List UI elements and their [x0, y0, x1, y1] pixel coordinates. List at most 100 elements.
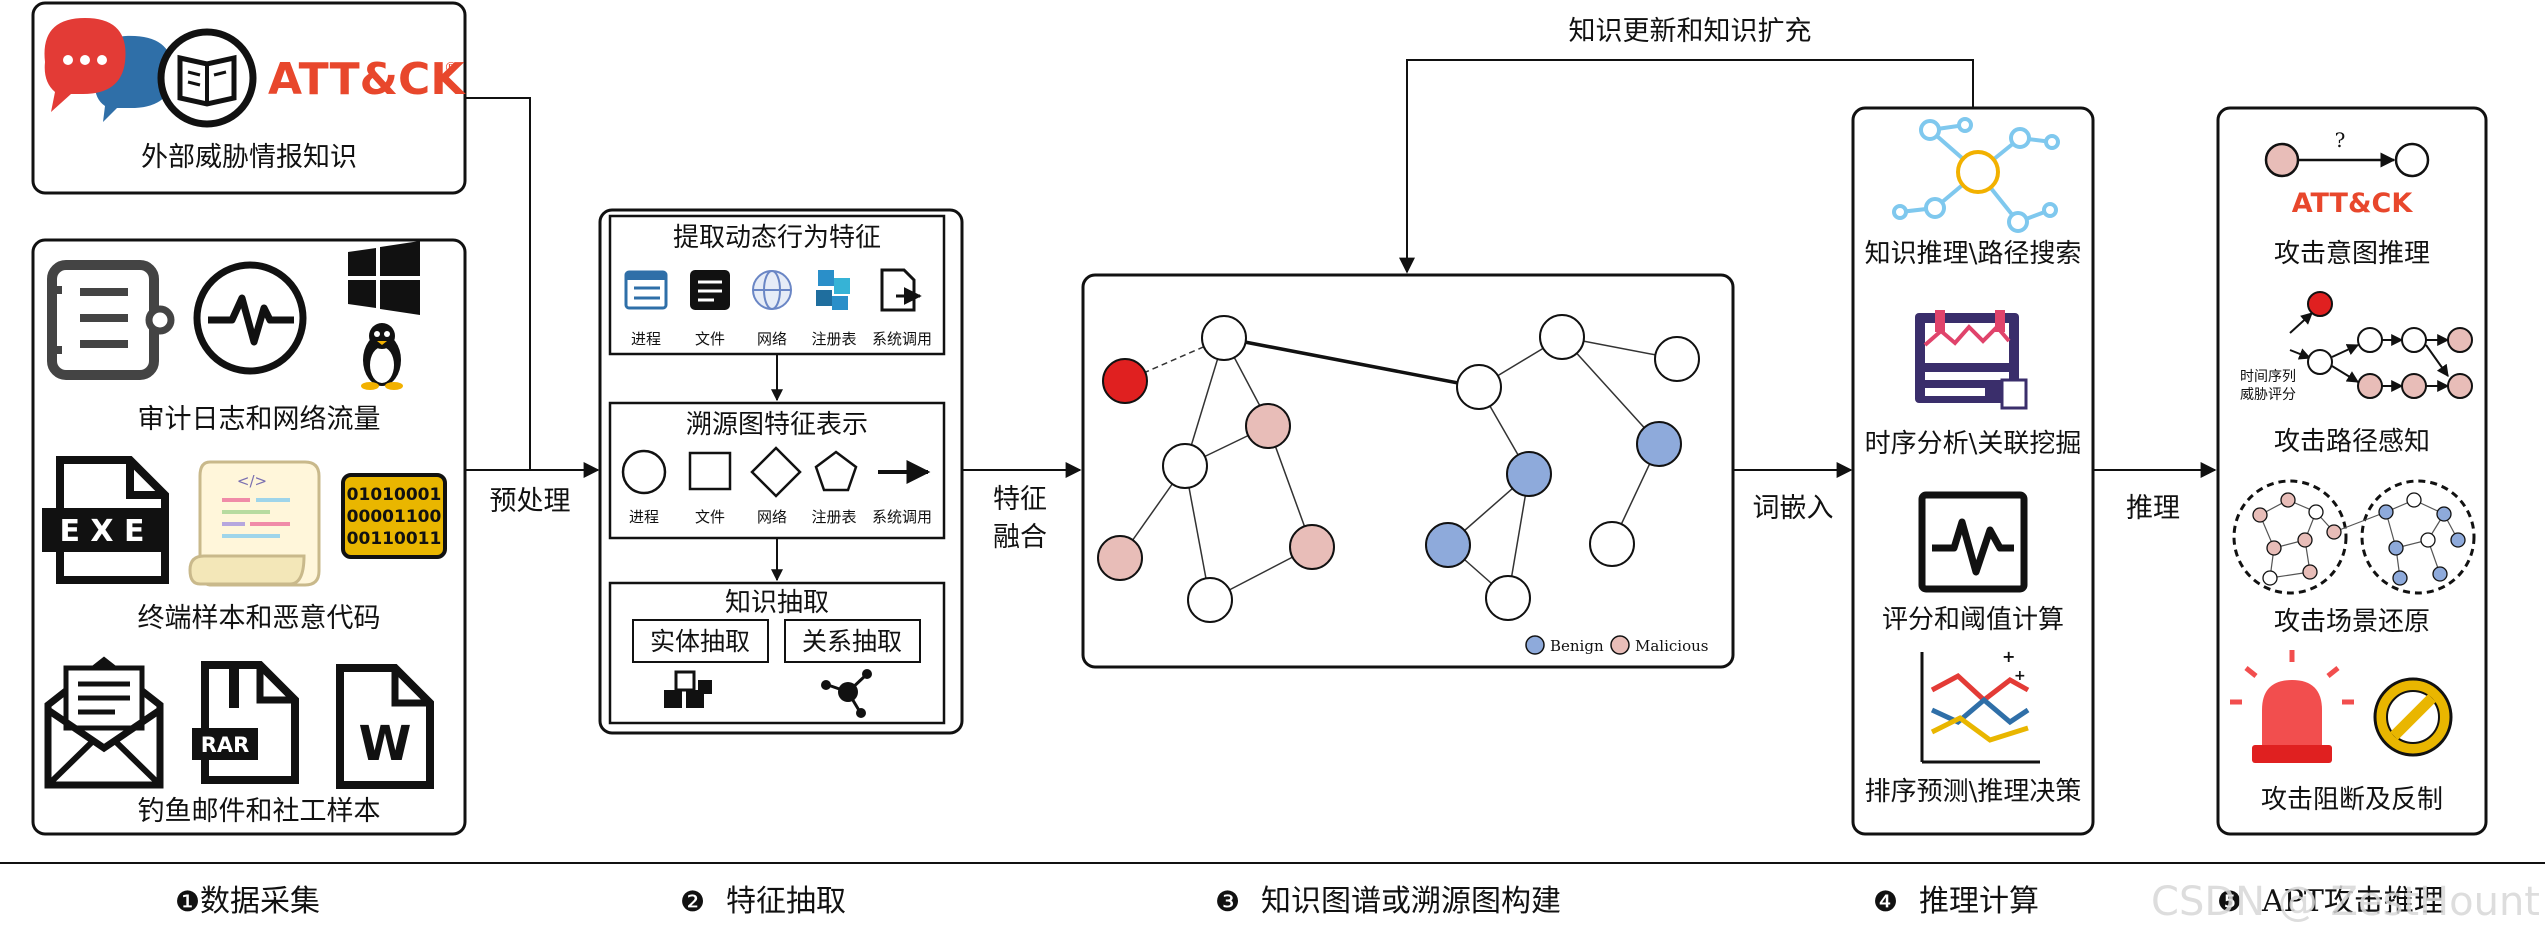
- graph-node: [1245, 403, 1291, 449]
- graph-node: [1289, 524, 1335, 570]
- entity-cubes-icon: [664, 670, 712, 708]
- open-book-icon: [157, 28, 257, 128]
- dyn-label-process: 进程: [631, 330, 661, 348]
- source-group-2-label: 终端样本和恶意代码: [138, 603, 381, 634]
- source-group-1-label: 审计日志和网络流量: [138, 404, 381, 435]
- threat-score-label: 威胁评分: [2240, 387, 2296, 403]
- dyn-label-registry: 注册表: [811, 330, 856, 348]
- apt-item-1-label: 攻击意图推理: [2274, 239, 2430, 269]
- stage-2-num: ❷: [680, 885, 705, 918]
- alarm-light-icon: [2230, 650, 2354, 763]
- fusion-label-line2: 融合: [993, 522, 1047, 553]
- graph-node: [1636, 421, 1682, 467]
- binary-line-1: 01010001: [347, 485, 442, 505]
- compute-item-1-label: 知识推理\路径搜索: [1865, 239, 2082, 269]
- dyn-label-syscall: 系统调用: [872, 330, 932, 348]
- path-perception-icon: [2289, 291, 2473, 399]
- source-group-3-label: 钓鱼邮件和社工样本: [138, 796, 381, 827]
- file-shape: [688, 451, 732, 491]
- binary-line-3: 00110011: [347, 529, 442, 549]
- relation-graph-icon: [821, 669, 872, 718]
- chat-bubbles-icon: [44, 18, 174, 122]
- apt-item-3-label: 攻击场景还原: [2274, 607, 2430, 637]
- graph-node: [1589, 521, 1635, 567]
- script-scroll-icon: </>: [188, 460, 321, 587]
- knowledge-network-icon: [1892, 117, 2060, 233]
- graph-node: [1654, 336, 1700, 382]
- fusion-label-line1: 特征: [993, 484, 1047, 515]
- apt-panel: ? ATT&CK 攻击意图推理 时间序列 威胁评分 攻击路径感知: [2216, 106, 2488, 836]
- feature-panel: 提取动态行为特征 进程 文件: [598, 208, 964, 735]
- word-label: W: [359, 716, 412, 772]
- binary-line-2: 00001100: [347, 507, 442, 527]
- prov-label-process: 进程: [629, 508, 659, 526]
- stage-1-num: ❶: [175, 885, 200, 918]
- dyn-label-network: 网络: [757, 330, 787, 348]
- graph-node: [1097, 535, 1143, 581]
- watermark: CSDN @ ZestHount: [2151, 879, 2540, 925]
- windows-icon: [348, 241, 420, 315]
- graph-node: [1456, 364, 1502, 410]
- embedding-label: 词嵌入: [1753, 493, 1834, 524]
- stage-2-label: 特征抽取: [726, 884, 846, 919]
- stage-4-label: 推理计算: [1919, 884, 2039, 919]
- rar-file-icon: RAR: [192, 661, 299, 784]
- apt-attack-logo: ATT&CK: [2292, 188, 2414, 219]
- stage-5-label: APT攻击推理: [2261, 884, 2444, 919]
- block-prohibited-icon: [2373, 677, 2453, 757]
- relation-extraction-label: 关系抽取: [802, 627, 902, 656]
- exe-label: E X E: [59, 514, 144, 549]
- prov-label-network: 网络: [757, 508, 787, 526]
- question-mark: ?: [2335, 128, 2346, 152]
- feedback-label: 知识更新和知识扩充: [1569, 16, 1812, 47]
- dynamic-feature-labels: 进程 文件 网络 注册表 系统调用: [631, 330, 932, 348]
- file-doc-icon: [690, 270, 730, 310]
- legend-benign-label: Benign: [1550, 637, 1604, 655]
- svg-text:</>: </>: [237, 472, 267, 490]
- intent-inference-icon: ?: [2264, 128, 2430, 178]
- time-series-label: 时间序列: [2240, 369, 2296, 385]
- external-intel-caption: 外部威胁情报知识: [141, 142, 357, 173]
- svg-text:+: +: [2002, 647, 2015, 666]
- provenance-feature-title: 溯源图特征表示: [686, 410, 868, 440]
- knowledge-extraction-title: 知识抽取: [725, 588, 829, 618]
- entity-extraction-label: 实体抽取: [650, 627, 750, 656]
- svg-text:+: +: [2014, 668, 2026, 684]
- registry-cubes-icon: [816, 270, 850, 310]
- stage-4-num: ❹: [1873, 885, 1898, 918]
- compute-item-2-label: 时序分析\关联挖掘: [1865, 429, 2082, 459]
- ranking-trend-icon: + +: [1920, 647, 2040, 764]
- score-threshold-icon: [1918, 491, 2028, 593]
- phishing-mail-icon: [44, 656, 164, 789]
- provenance-feature-labels: 进程 文件 网络 注册表 系统调用: [629, 508, 932, 526]
- attack-logo: ATT&CK: [268, 54, 466, 105]
- compute-panel: 知识推理\路径搜索 时序分析\关联挖掘 评分和阈值计算 + +: [1851, 106, 2095, 836]
- preprocess-connector: [465, 97, 531, 470]
- exe-file-icon: E X E: [42, 456, 169, 584]
- process-window-icon: [624, 270, 668, 310]
- prov-label-registry: 注册表: [811, 508, 856, 526]
- network-shape: [750, 446, 802, 498]
- graph-node: [1425, 522, 1471, 568]
- syscall-file-icon: [880, 268, 922, 312]
- graph-node: [1201, 315, 1247, 361]
- linux-icon: [361, 323, 403, 390]
- audit-log-icon: [47, 260, 175, 380]
- data-sources-box: 审计日志和网络流量 E X E </> 01010001 00001100 00…: [31, 238, 467, 836]
- preprocess-label: 预处理: [490, 486, 571, 517]
- feedback-loop-line: [1399, 59, 1974, 274]
- graph-node: [1485, 575, 1531, 621]
- reasoning-label: 推理: [2126, 493, 2180, 524]
- apt-item-2-label: 攻击路径感知: [2274, 427, 2430, 457]
- dyn-label-file: 文件: [695, 330, 725, 348]
- prov-label-file: 文件: [695, 508, 725, 526]
- graph-legend: Benign Malicious: [1525, 635, 1708, 655]
- graph-nodes: [1097, 314, 1700, 623]
- prov-label-syscall: 系统调用: [872, 508, 932, 526]
- timing-analysis-icon: [1915, 310, 2028, 410]
- apt-item-4-label: 攻击阻断及反制: [2261, 785, 2443, 815]
- binary-code-icon: 01010001 00001100 00110011: [341, 473, 447, 559]
- stage-labels: ❶ 数据采集 ❷ 特征抽取 ❸ 知识图谱或溯源图构建 ❹ 推理计算 ❺ APT攻…: [175, 884, 2444, 919]
- stage-3-num: ❸: [1215, 885, 1240, 918]
- knowledge-graph-panel: Benign Malicious: [1081, 273, 1735, 669]
